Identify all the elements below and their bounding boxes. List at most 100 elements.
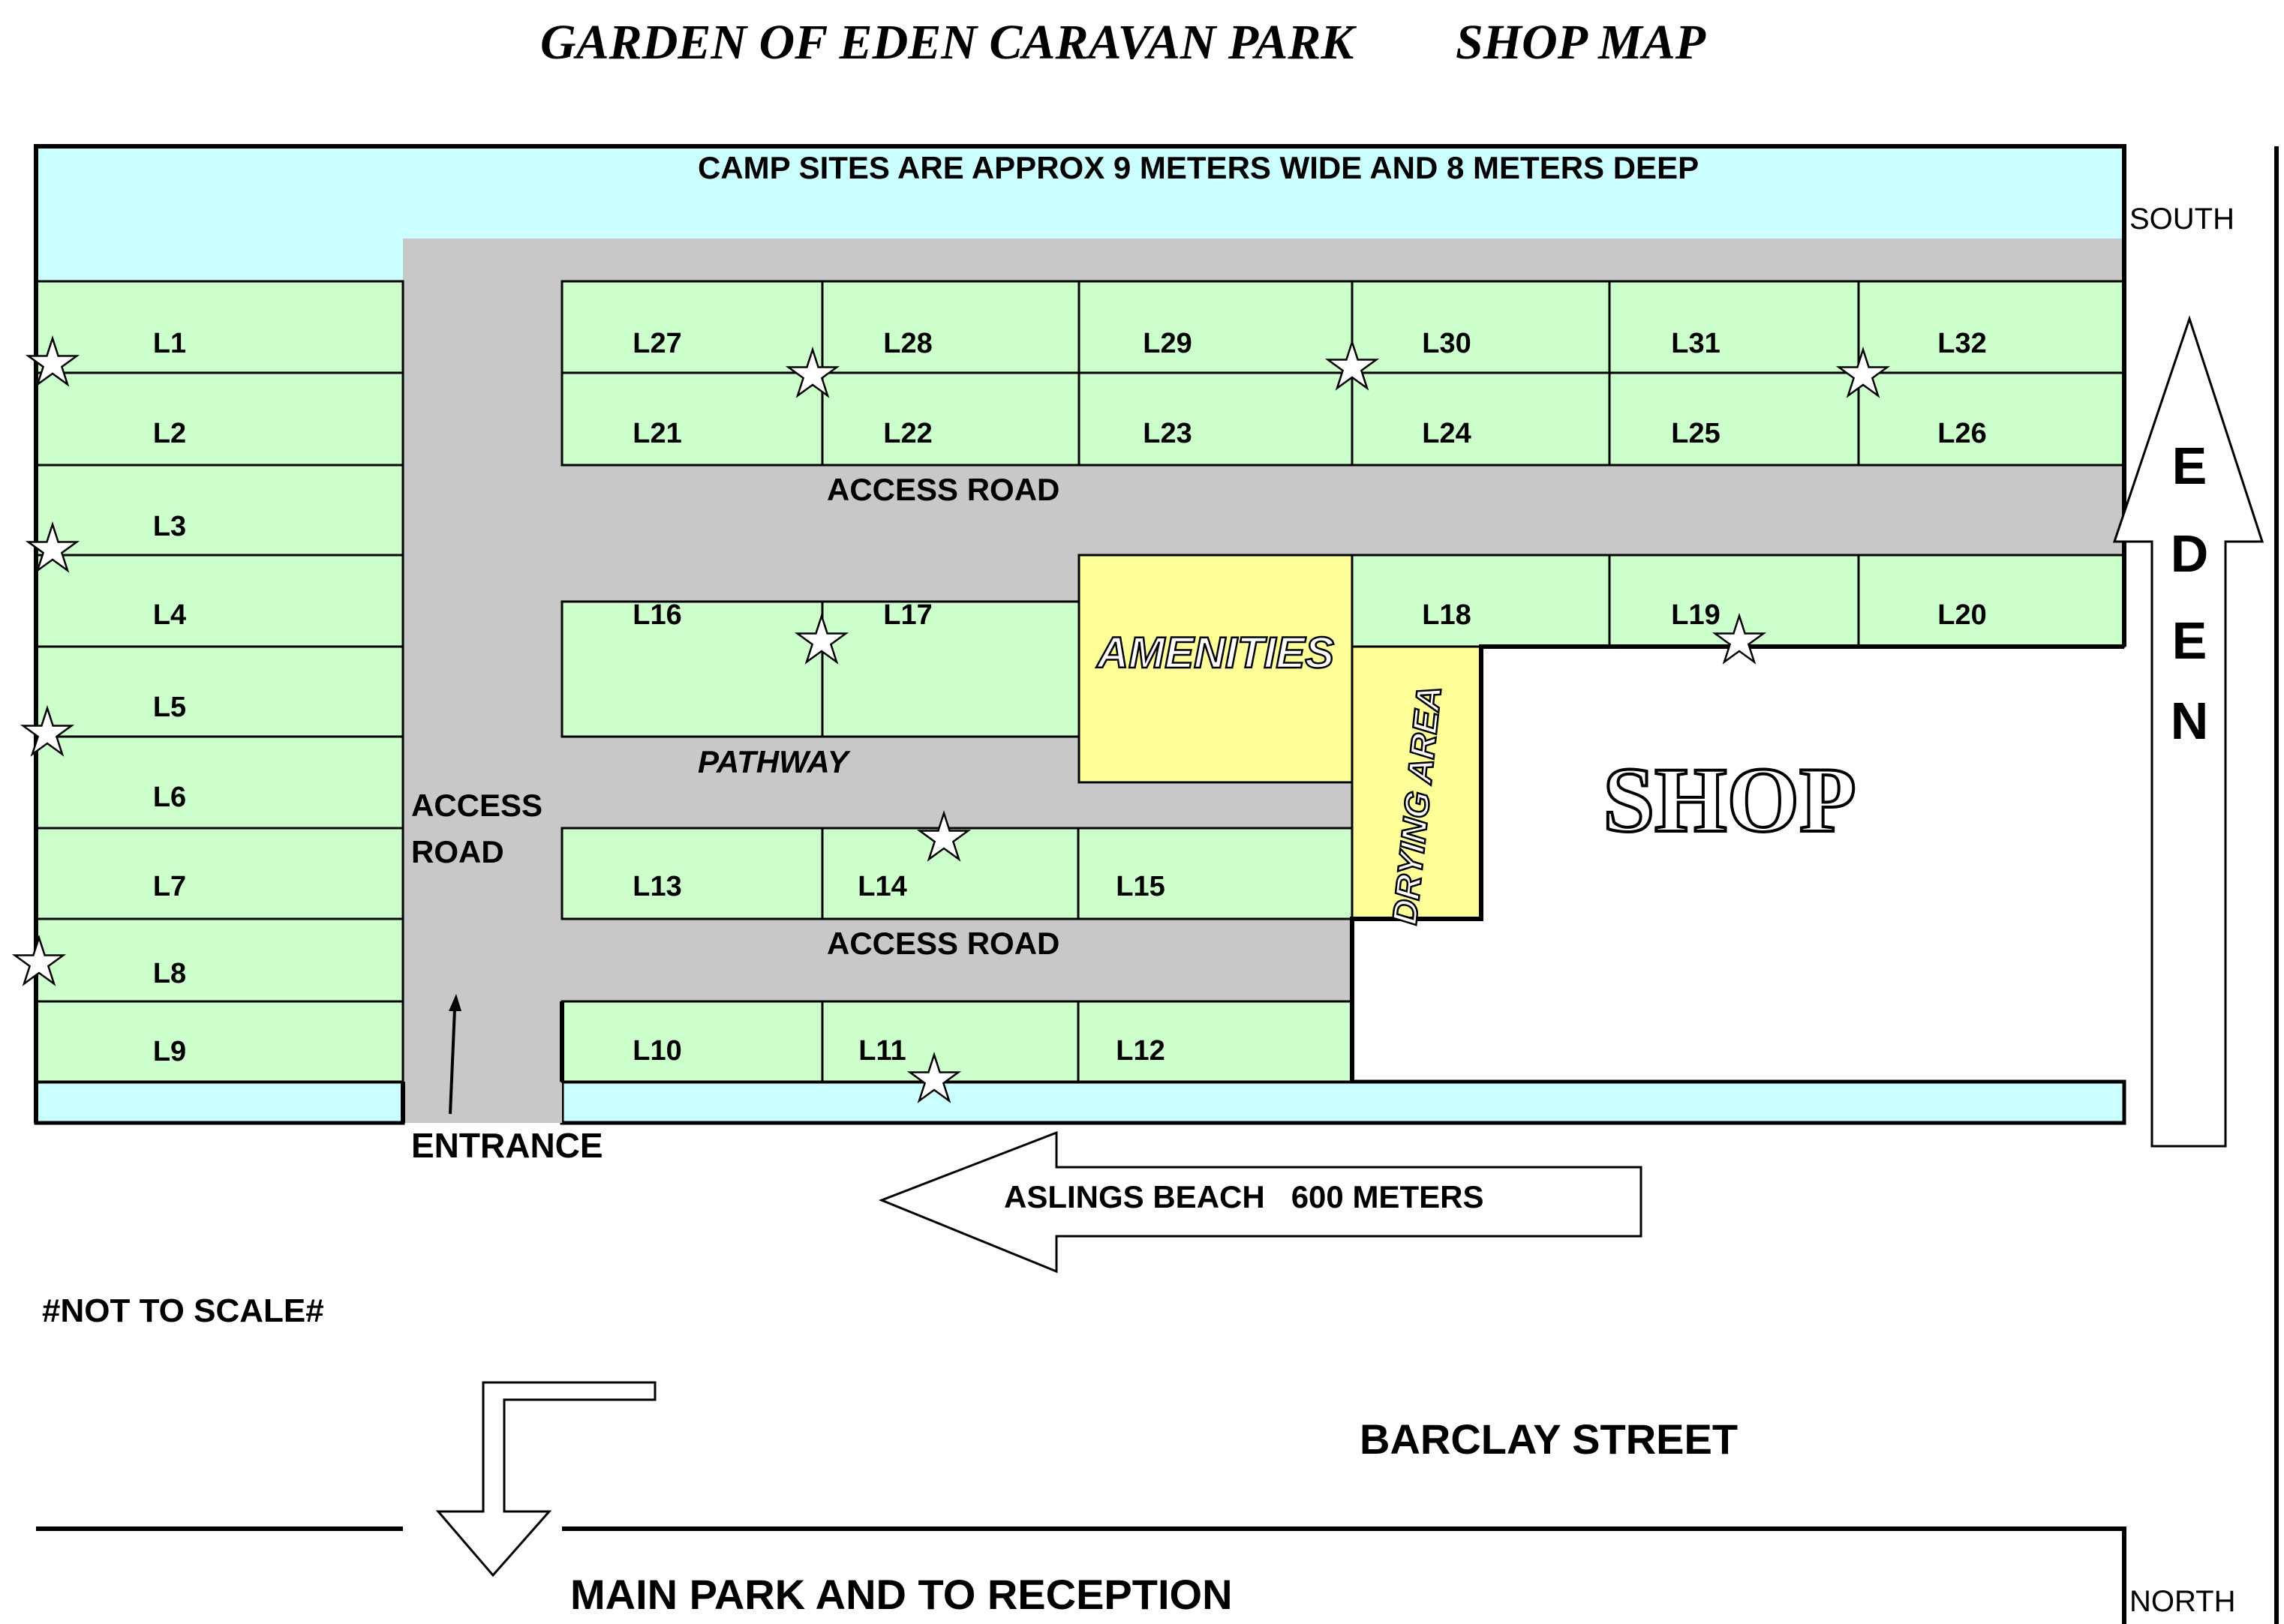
- star-marker-icon: [1835, 346, 1891, 398]
- star-marker-icon: [1324, 338, 1380, 391]
- campsite-l27: [560, 280, 824, 374]
- bottom-strip-right: [560, 1079, 2126, 1125]
- campsite-l4: [35, 554, 404, 648]
- campsite-label-l20: L20: [1937, 599, 1986, 631]
- campsite-label-l3: L3: [153, 511, 186, 542]
- campsite-l19: [1608, 554, 1860, 648]
- campsite-l31: [1608, 280, 1860, 374]
- eden-arrow-icon: [2112, 315, 2264, 1148]
- campsite-l21: [560, 371, 824, 467]
- star-marker-icon: [785, 346, 840, 398]
- access-road-vertical-label-2: ROAD: [411, 834, 504, 869]
- main-park-arrow-icon: [435, 1381, 657, 1577]
- campsite-label-l21: L21: [633, 418, 681, 449]
- star-marker-icon: [794, 612, 849, 665]
- bottom-strip-left: [34, 1079, 405, 1125]
- park-boundary: [34, 144, 2279, 1624]
- campsite-l11: [821, 1000, 1080, 1083]
- campsite-label-l17: L17: [883, 599, 932, 631]
- shop-label: SHOP: [1603, 749, 1856, 851]
- campsite-l17: [821, 600, 1080, 738]
- entrance-label: ENTRANCE: [411, 1126, 603, 1165]
- campsite-l32: [1857, 280, 2126, 374]
- barclay-street-label: BARCLAY STREET: [1360, 1415, 1738, 1463]
- campsite-label-l24: L24: [1422, 418, 1471, 449]
- beach-direction-label: ASLINGS BEACH 600 METERS: [1004, 1179, 1483, 1214]
- campsite-l3: [35, 464, 404, 557]
- campsite-l12: [1077, 1000, 1354, 1083]
- svg-text:E: E: [2172, 437, 2207, 495]
- campsite-label-l27: L27: [633, 328, 681, 359]
- star-marker-icon: [906, 1051, 962, 1103]
- amenities-block: [1077, 554, 1354, 784]
- campsite-label-l9: L9: [153, 1036, 186, 1067]
- star-marker-icon: [20, 704, 75, 757]
- campsite-label-l32: L32: [1937, 328, 1986, 359]
- campsite-label-l13: L13: [633, 871, 681, 902]
- campsite-label-l19: L19: [1671, 599, 1720, 631]
- campsite-label-l5: L5: [153, 692, 186, 723]
- access-road-vertical-label-1: ACCESS: [411, 788, 542, 823]
- campsite-l25: [1608, 371, 1860, 467]
- star-marker-icon: [916, 809, 972, 862]
- markers-layer: [11, 335, 1891, 1103]
- svg-text:D: D: [2171, 524, 2209, 583]
- entrance-arrow-icon: [449, 994, 461, 1115]
- campsite-label-l1: L1: [153, 328, 186, 359]
- campsite-label-l18: L18: [1422, 599, 1471, 631]
- campsite-label-l12: L12: [1116, 1035, 1165, 1067]
- campsite-l15: [1077, 827, 1354, 920]
- amenities-label: AMENITIES: [1095, 629, 1334, 677]
- campsite-l2: [35, 371, 404, 467]
- campsite-label-l25: L25: [1671, 418, 1720, 449]
- campsite-l18: [1351, 554, 1611, 648]
- svg-text:E: E: [2172, 611, 2207, 670]
- campsite-label-l14: L14: [858, 871, 906, 902]
- svg-text:N: N: [2171, 692, 2209, 750]
- campsite-label-l7: L7: [153, 871, 186, 902]
- campsite-label-l30: L30: [1422, 328, 1471, 359]
- campsite-l13: [560, 827, 824, 920]
- campsite-l9: [35, 1000, 404, 1083]
- campsite-label-l29: L29: [1143, 328, 1192, 359]
- campsite-label-l16: L16: [633, 599, 681, 631]
- star-marker-icon: [11, 934, 67, 986]
- pathway-label: PATHWAY: [698, 744, 852, 779]
- campsite-label-l4: L4: [153, 599, 186, 631]
- campsite-l6: [35, 735, 404, 830]
- star-marker-icon: [25, 521, 80, 573]
- campsite-label-l28: L28: [883, 328, 932, 359]
- campsite-l30: [1351, 280, 1611, 374]
- campsite-label-l10: L10: [633, 1035, 681, 1067]
- campsite-l5: [35, 645, 404, 738]
- campsite-label-l15: L15: [1116, 871, 1165, 902]
- site-size-note: CAMP SITES ARE APPROX 9 METERS WIDE AND …: [698, 150, 1699, 185]
- campsite-l8: [35, 917, 404, 1003]
- park-title: GARDEN OF EDEN CARAVAN PARK: [540, 15, 1357, 70]
- north-label: NORTH: [2129, 1585, 2235, 1618]
- campsite-label-l8: L8: [153, 958, 186, 989]
- campsite-label-l31: L31: [1671, 328, 1720, 359]
- campsite-label-l6: L6: [153, 782, 186, 813]
- star-marker-icon: [1711, 612, 1767, 665]
- campsite-l7: [35, 827, 404, 920]
- campsite-l10: [560, 1000, 824, 1083]
- campsite-l28: [821, 280, 1080, 374]
- campsite-label-l23: L23: [1143, 418, 1192, 449]
- campsite-label-l26: L26: [1937, 418, 1986, 449]
- star-marker-icon: [25, 335, 80, 387]
- campsite-l26: [1857, 371, 2126, 467]
- beach-arrow-icon: [878, 1130, 1642, 1274]
- campsite-l24: [1351, 371, 1611, 467]
- south-label: SOUTH: [2129, 203, 2234, 236]
- campsite-l20: [1857, 554, 2126, 648]
- access-road-bottom-label: ACCESS ROAD: [827, 926, 1059, 961]
- campsite-l16: [560, 600, 824, 738]
- eden-direction-label: E D E N: [2171, 437, 2209, 750]
- access-road-top-label: ACCESS ROAD: [827, 472, 1059, 507]
- campsite-label-l11: L11: [858, 1035, 906, 1067]
- campsite-label-l2: L2: [153, 418, 186, 449]
- main-park-label: MAIN PARK AND TO RECEPTION: [570, 1571, 1233, 1618]
